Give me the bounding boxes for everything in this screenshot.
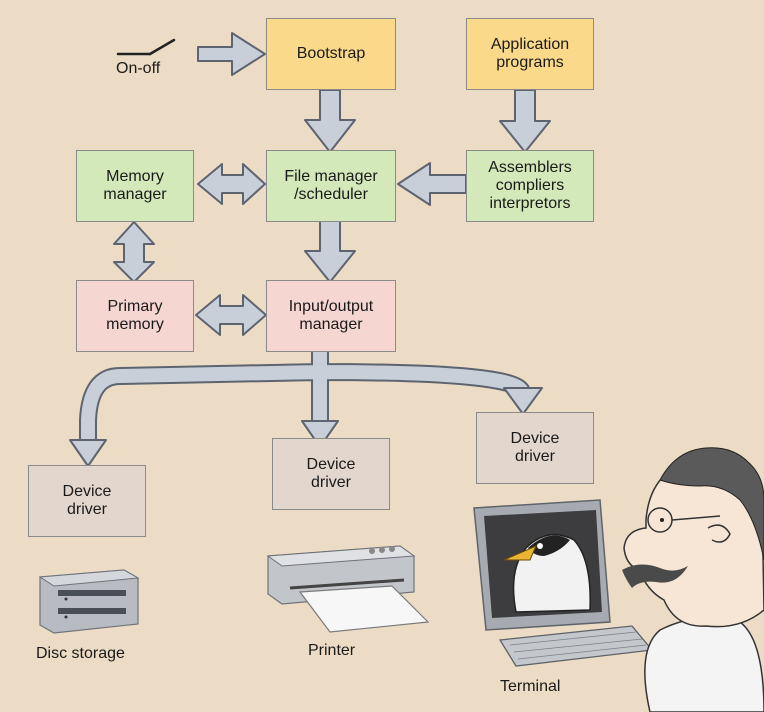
device-driver-middle-box: Device driver xyxy=(272,438,390,510)
arrow-assemblers-to-filemanager xyxy=(397,162,467,206)
printer-label: Printer xyxy=(308,642,356,659)
io-manager-label: Input/output manager xyxy=(288,298,374,333)
arrow-filemanager-to-io xyxy=(304,220,356,283)
disc-storage-label: Disc storage xyxy=(36,645,125,662)
memory-manager-box: Memory manager xyxy=(76,150,194,222)
arrowhead-left-driver xyxy=(69,439,107,467)
device-driver-middle-label: Device driver xyxy=(306,456,356,491)
io-manager-box: Input/output manager xyxy=(266,280,396,352)
primary-memory-box: Primary memory xyxy=(76,280,194,352)
person-illustration xyxy=(622,447,764,712)
arrow-memory-primary xyxy=(113,221,155,283)
arrow-io-to-drivers-fill xyxy=(81,352,529,442)
switch-icon xyxy=(116,38,176,56)
primary-memory-label: Primary memory xyxy=(106,298,164,333)
disc-storage-icon xyxy=(38,569,140,634)
terminal-icon xyxy=(473,499,654,667)
application-programs-box: Application programs xyxy=(466,18,594,90)
bootstrap-box: Bootstrap xyxy=(266,18,396,90)
device-driver-right-box: Device driver xyxy=(476,412,594,484)
arrowhead-middle-driver xyxy=(301,420,339,448)
switch-label: On-off xyxy=(116,60,161,77)
arrowhead-right-driver xyxy=(503,387,543,415)
file-manager-box: File manager /scheduler xyxy=(266,150,396,222)
application-programs-label: Application programs xyxy=(490,36,570,71)
arrow-bootstrap-to-filemanager xyxy=(304,89,356,153)
device-driver-left-box: Device driver xyxy=(28,465,146,537)
printer-icon xyxy=(266,545,430,633)
file-manager-label: File manager /scheduler xyxy=(284,168,378,203)
assemblers-label: Assemblers compliers interpretors xyxy=(488,159,572,212)
arrow-apps-to-assemblers xyxy=(499,89,551,153)
arrow-memory-filemanager xyxy=(197,163,266,205)
arrow-primary-io xyxy=(195,294,267,336)
terminal-label: Terminal xyxy=(500,678,561,695)
memory-manager-label: Memory manager xyxy=(103,168,167,203)
device-driver-left-label: Device driver xyxy=(62,483,112,518)
bootstrap-label: Bootstrap xyxy=(296,45,366,62)
assemblers-box: Assemblers compliers interpretors xyxy=(466,150,594,222)
arrow-switch-to-bootstrap xyxy=(197,32,266,76)
device-driver-right-label: Device driver xyxy=(510,430,560,465)
